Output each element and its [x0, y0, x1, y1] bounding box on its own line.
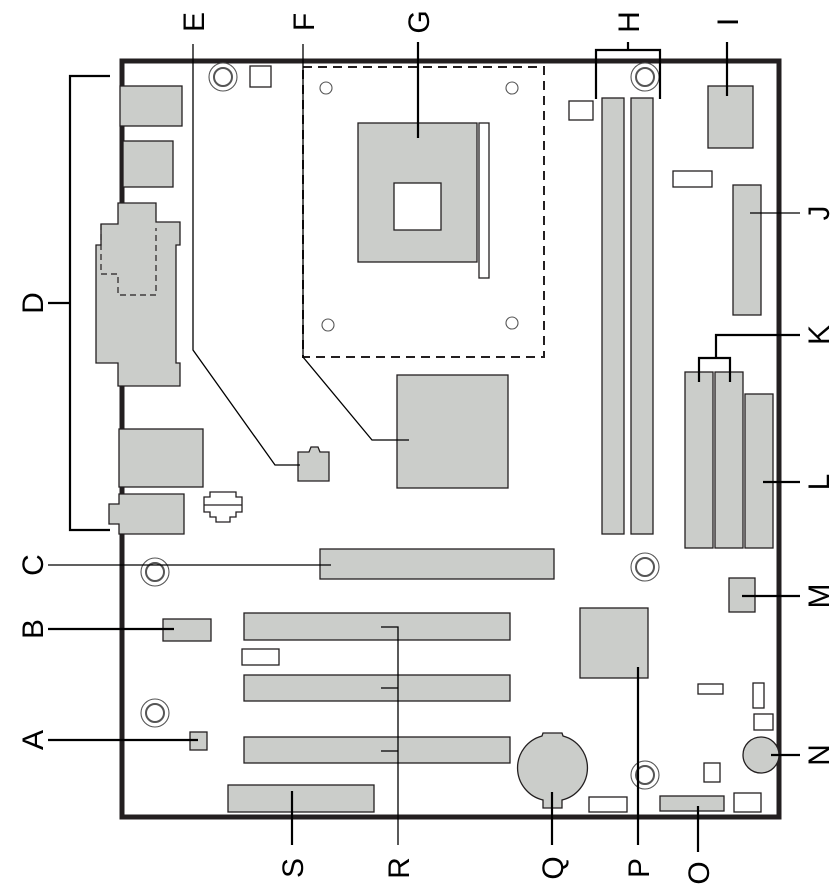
dimm-slot-2: [630, 97, 654, 535]
small-component: [249, 65, 272, 88]
callout-f: F: [288, 13, 321, 31]
leader-lines: [48, 42, 800, 852]
small-component: [241, 648, 280, 666]
socket-center: [393, 182, 442, 231]
callout-e: E: [178, 12, 211, 32]
floppy-connector: [744, 393, 774, 549]
power-connector-j: [732, 184, 762, 316]
front-panel-header: [659, 795, 725, 812]
leader-r: [381, 626, 399, 845]
ide-connector-1: [684, 371, 714, 549]
pci-slot-2: [243, 674, 511, 702]
small-component: [703, 762, 721, 783]
callout-a: A: [17, 730, 50, 750]
callout-b: B: [17, 619, 50, 639]
callout-s: S: [277, 858, 310, 878]
pci-slot-1: [243, 612, 511, 641]
small-component: [672, 170, 713, 188]
processor-area-holes: [319, 81, 519, 332]
header-s: [227, 784, 375, 813]
callout-m: M: [803, 584, 836, 609]
callout-n: N: [803, 744, 836, 766]
leader-d: [48, 74, 110, 532]
leader-k: [697, 333, 800, 382]
chip-i: [707, 85, 754, 149]
small-component: [588, 796, 628, 813]
dashed-outline: [100, 224, 157, 296]
ps2-connector: [119, 85, 183, 127]
socket-lever: [478, 122, 490, 279]
usb-connector: [122, 140, 174, 188]
callout-i: I: [712, 18, 745, 26]
audio-connector: [108, 493, 185, 535]
callout-d: D: [17, 292, 50, 314]
callout-p: P: [623, 858, 656, 878]
ide-connector-2: [714, 371, 744, 549]
leader-f: [302, 44, 409, 441]
small-component: [752, 682, 765, 709]
agp-slot: [319, 548, 555, 580]
lan-usb-connector: [118, 428, 204, 488]
serial-parallel-connector: [95, 202, 181, 387]
callout-j: J: [803, 206, 836, 221]
small-component: [568, 100, 594, 121]
callout-q: Q: [537, 856, 570, 879]
callout-g: G: [403, 10, 436, 33]
battery: [516, 732, 589, 809]
callout-c: C: [17, 554, 50, 576]
back-panel-connectors: [95, 85, 204, 535]
callout-k: K: [803, 325, 836, 345]
chipset: [396, 374, 509, 489]
callout-r: R: [383, 857, 416, 879]
leader-e: [192, 44, 300, 466]
callout-labels: A B C D E F G H I J K L M N O P Q R S: [17, 10, 836, 884]
small-component: [753, 713, 774, 731]
callout-l: L: [803, 474, 836, 491]
pci-slot-3: [243, 736, 511, 764]
power-12v-connector: [297, 446, 330, 482]
small-component: [697, 683, 724, 695]
small-connector: [203, 491, 243, 523]
small-component: [733, 792, 762, 813]
controller-hub: [579, 607, 649, 679]
dimm-slot-1: [601, 97, 625, 535]
callout-o: O: [683, 861, 716, 884]
leader-h: [594, 42, 662, 99]
callout-h: H: [613, 11, 646, 33]
